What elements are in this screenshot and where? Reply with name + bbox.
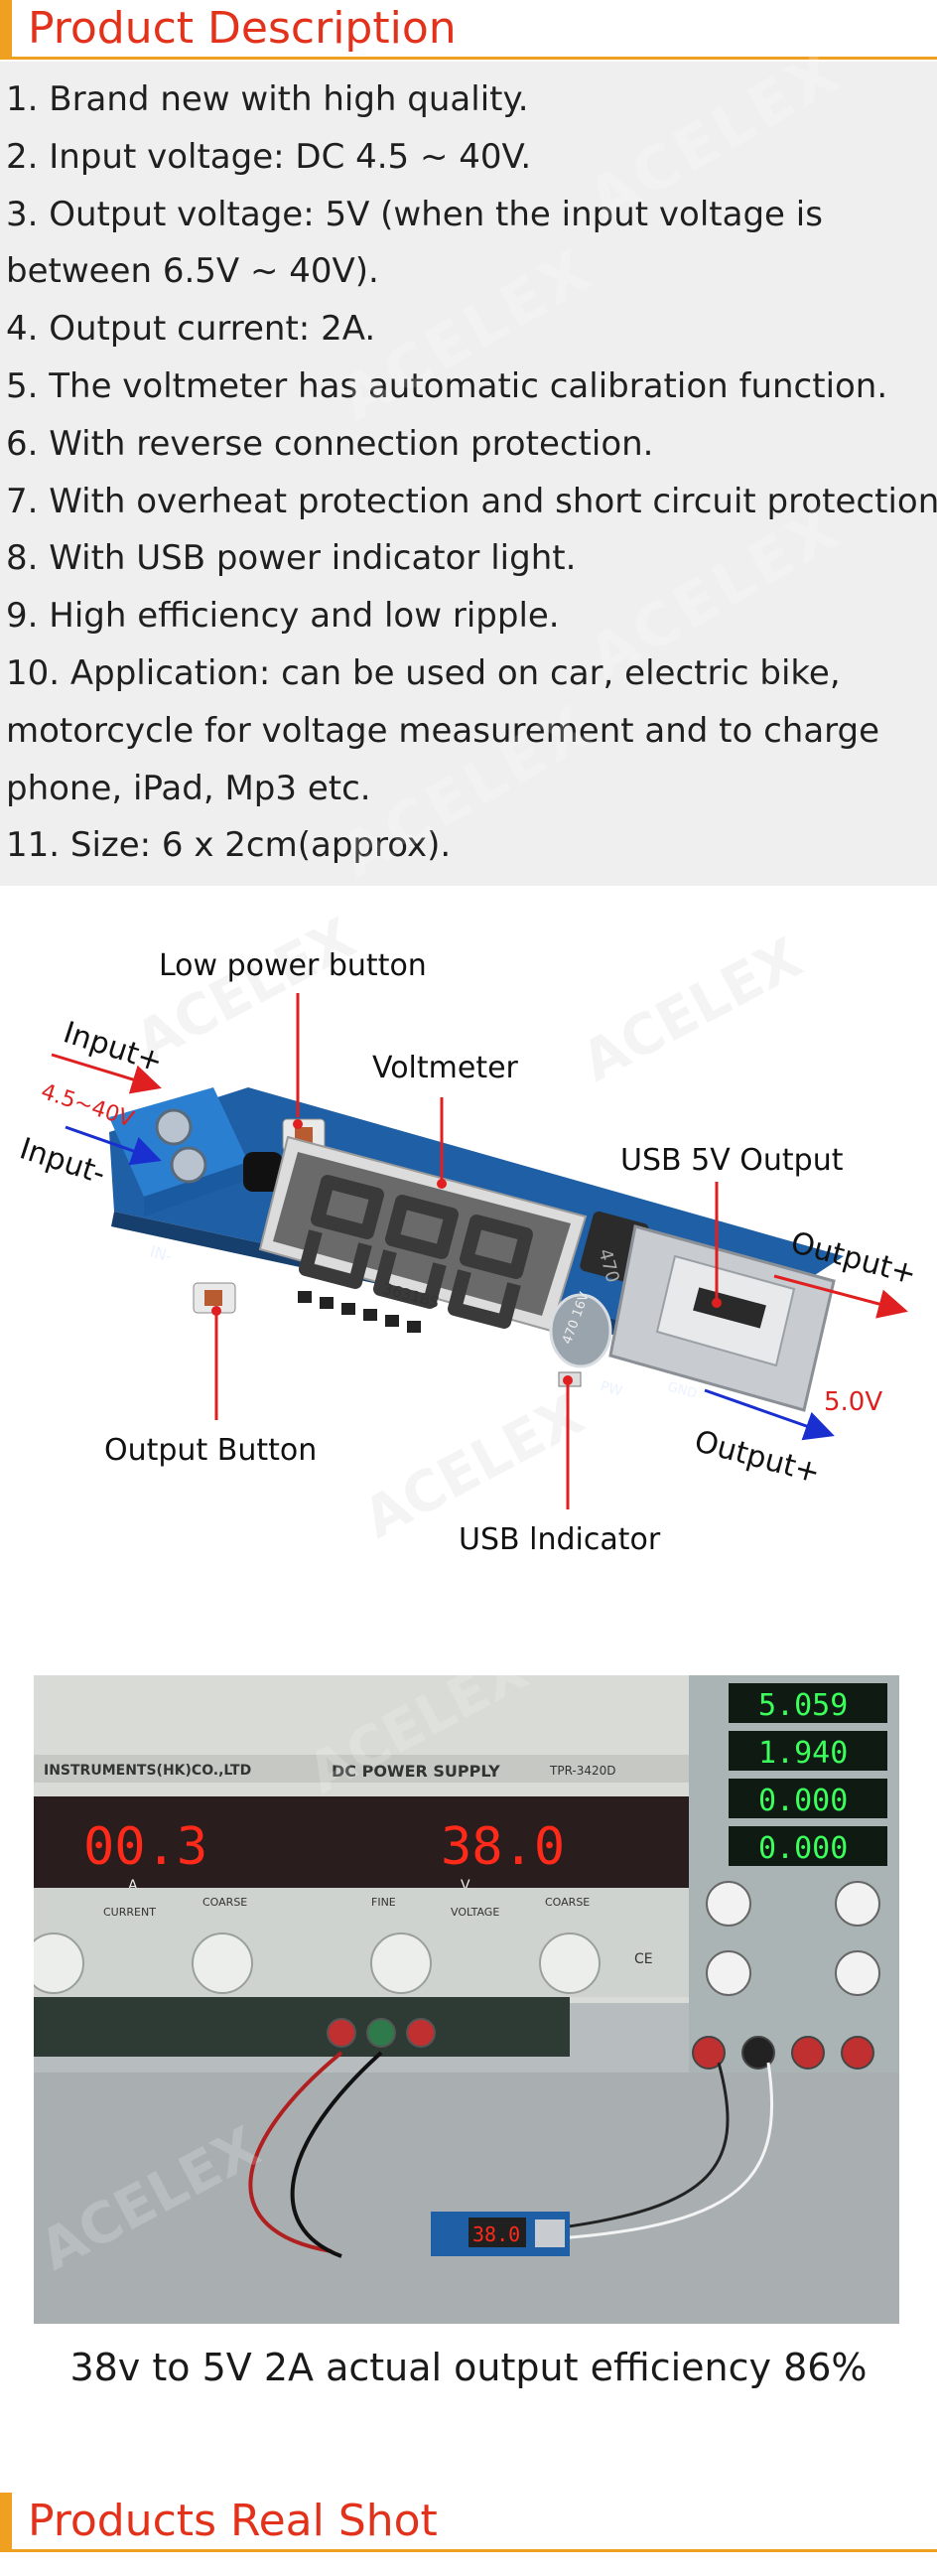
output-plus-arrow [773, 1274, 908, 1319]
description-item: 6. With reverse connection protection. [6, 423, 654, 464]
knob-label-coarse-right: COARSE [545, 1896, 590, 1909]
output-gnd-arrow [704, 1388, 835, 1441]
knob [370, 1932, 432, 1994]
knob [34, 1932, 84, 1994]
binding-post [366, 2018, 396, 2048]
knob [192, 1932, 253, 1994]
supply-brand: INSTRUMENTS(HK)CO.,LTD [44, 1763, 251, 1779]
digit-3 [448, 1215, 533, 1329]
pcb-board: IN- 3631BS [109, 1087, 844, 1412]
meter-reading-3: 0.000 [758, 1784, 848, 1818]
description-item: 7. With overheat protection and short ci… [6, 481, 937, 521]
knob-label-fine: FINE [371, 1896, 396, 1909]
board-label-pw: PW [599, 1378, 624, 1399]
ce-mark: CE [634, 1951, 653, 1967]
voltage-unit: V [461, 1878, 470, 1894]
capacitor [549, 1293, 612, 1368]
supply-display [34, 1796, 689, 1888]
voltage-reading: 38.0 [441, 1817, 565, 1877]
binding-post [327, 2018, 356, 2048]
header-pins [298, 1291, 421, 1333]
screw-terminal-top [155, 1108, 193, 1146]
description-item: 3. Output voltage: 5V (when the input vo… [6, 194, 823, 234]
description-item: 2. Input voltage: DC 4.5 ~ 40V. [6, 136, 532, 177]
real-shot-title: Products Real Shot [28, 2496, 438, 2546]
knob-label-coarse-left: COARSE [202, 1896, 247, 1909]
knob-label-current: CURRENT [103, 1906, 156, 1919]
board-label-gnd: GND [666, 1379, 699, 1401]
wire-white [509, 2062, 773, 2243]
screw-terminal-bottom [170, 1146, 207, 1184]
current-unit: A [128, 1878, 138, 1894]
wire-red [248, 2051, 343, 2253]
header-underline [12, 57, 937, 60]
description-item: 1. Brand new with high quality. [6, 79, 529, 119]
knob [539, 1932, 601, 1994]
description-item: phone, iPad, Mp3 etc. [6, 768, 371, 808]
test-bench-photo: INSTRUMENTS(HK)CO.,LTD DC POWER SUPPLY T… [34, 1675, 899, 2324]
label-output-voltage: 5.0V [824, 1387, 882, 1417]
module-reading: 38.0 [472, 2222, 520, 2246]
label-usb-indicator: USB lndicator [459, 1522, 661, 1557]
description-item: 8. With USB power indicator light. [6, 538, 577, 579]
supply-title: DC POWER SUPPLY [332, 1762, 500, 1781]
current-reading: 00.3 [83, 1817, 207, 1877]
header-accent-bar [0, 0, 12, 60]
input-plus-arrow [51, 1053, 162, 1094]
watermark: ACELEX [572, 926, 812, 1094]
module-diagram-svg: ACELEX ACELEX ACELEX IN- [16, 906, 920, 1557]
module-diagram: ACELEX ACELEX ACELEX IN- [0, 906, 937, 1609]
description-item: motorcycle for voltage measurement and t… [6, 710, 880, 751]
description-panel: 1. Brand new with high quality. 2. Input … [0, 36, 937, 892]
real-shot-header: Products Real Shot [0, 2493, 937, 2552]
label-input-minus: Input- [16, 1131, 110, 1192]
product-description-header: Product Description [0, 0, 937, 60]
label-output-plus-bottom: Output+ [691, 1424, 824, 1491]
description-item: 9. High efficiency and low ripple. [6, 596, 560, 637]
efficiency-caption: 38v to 5V 2A actual output efficiency 86… [69, 2346, 868, 2389]
description-item: 10. Application: can be used on car, ele… [6, 652, 841, 693]
header-underline [12, 2549, 937, 2552]
digit-2 [373, 1195, 459, 1309]
wire-black [290, 2051, 383, 2258]
description-item: 11. Size: 6 x 2cm(approx). [6, 825, 452, 866]
label-low-power-button: Low power button [159, 948, 427, 983]
binding-post [406, 2018, 436, 2048]
product-description-title: Product Description [28, 3, 457, 54]
meter-reading-1: 5.059 [758, 1688, 848, 1723]
description-list: 1. Brand new with high quality. 2. Input … [6, 72, 937, 875]
label-input-range: 4.5~40V [38, 1079, 136, 1133]
digit-1 [299, 1175, 384, 1289]
description-item: 5. The voltmeter has automatic calibrati… [6, 365, 888, 406]
description-item: 4. Output current: 2A. [6, 309, 376, 350]
description-item: between 6.5V ~ 40V). [6, 251, 379, 292]
supply-model: TPR-3420D [549, 1764, 616, 1778]
label-voltmeter: Voltmeter [372, 1051, 519, 1085]
header-accent-bar [0, 2493, 12, 2552]
meter-reading-4: 0.000 [758, 1831, 848, 1866]
label-usb-output: USB 5V Output [620, 1143, 844, 1178]
meter-reading-2: 1.940 [758, 1736, 848, 1771]
test-bench-svg: INSTRUMENTS(HK)CO.,LTD DC POWER SUPPLY T… [34, 1675, 899, 2324]
label-output-button: Output Button [104, 1433, 317, 1468]
knob-label-voltage: VOLTAGE [451, 1906, 499, 1919]
transistor [243, 1152, 283, 1192]
input-minus-arrow [65, 1125, 162, 1166]
board-label-in-minus: IN- [148, 1242, 175, 1266]
